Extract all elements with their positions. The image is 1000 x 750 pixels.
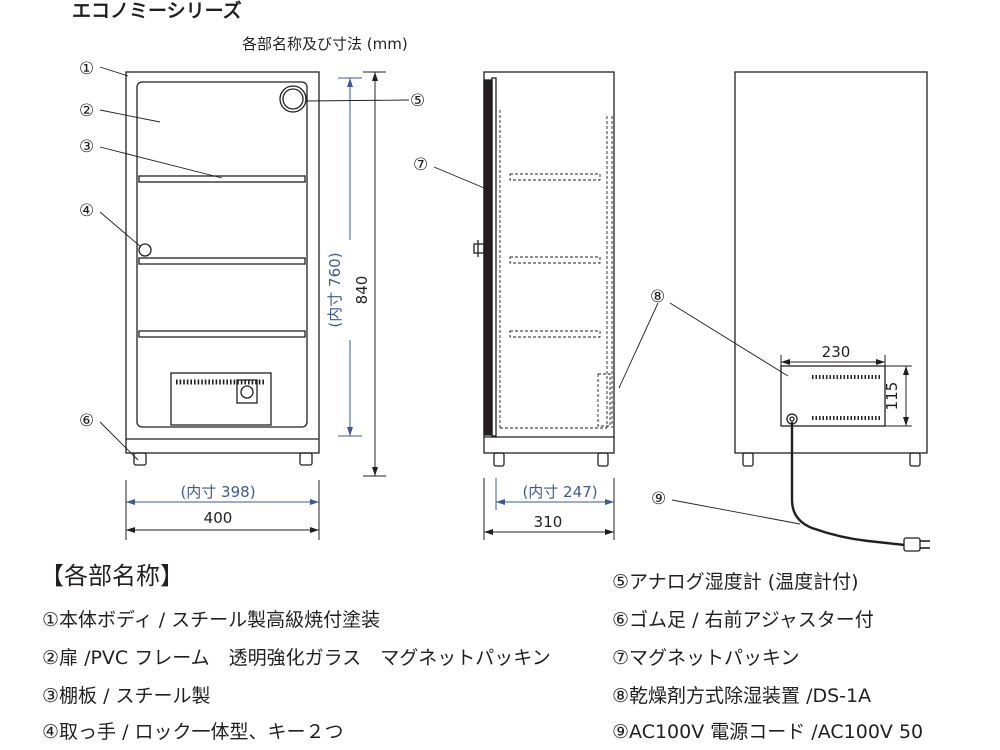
legend-heading: 【各部名称】	[40, 562, 184, 590]
back-foot-right	[909, 452, 921, 467]
front-body-outline	[125, 71, 320, 454]
callout-4: ④	[79, 201, 94, 221]
back-foot-left	[742, 452, 754, 467]
back-body-outline	[734, 71, 928, 454]
legend-item-4: ④取っ手 / ロック一体型、キー２つ	[42, 721, 344, 743]
legend-item-7: ⑦マグネットパッキン	[612, 647, 800, 669]
callout-3: ③	[79, 137, 94, 157]
front-shelves	[138, 175, 306, 338]
callouts: ① ② ③ ④ ⑤ ⑥ ⑦ ⑧ ⑨	[79, 59, 801, 525]
legend-item-6: ⑥ゴム足 / 右前アジャスター付	[612, 609, 874, 631]
front-view	[125, 71, 320, 466]
front-door-glass	[136, 81, 308, 428]
side-foot-front	[493, 452, 505, 467]
callout-5: ⑤	[410, 91, 425, 111]
series-title: エコノミーシリーズ	[72, 0, 242, 22]
shelf-top	[138, 175, 306, 183]
power-cord	[790, 422, 906, 547]
front-dimensions: (内寸 760) 840 (内寸 398) 400	[125, 71, 386, 540]
callout-2: ②	[79, 101, 94, 121]
back-dimensions: 230 115	[780, 343, 912, 427]
legend-item-8: ⑧乾燥剤方式除湿装置 /DS-1A	[612, 685, 872, 707]
callout-8: ⑧	[650, 287, 665, 307]
outer-width-label: 400	[204, 509, 233, 527]
inner-height-label: (内寸 760)	[326, 252, 344, 327]
dehumidifier-unit-back	[780, 365, 886, 427]
side-handle	[473, 240, 485, 257]
dehumidifier-unit-front	[170, 372, 272, 426]
inner-depth-label: (内寸 247)	[522, 483, 597, 501]
unit-width-label: 230	[822, 343, 851, 361]
side-dimensions: (内寸 247) 310	[483, 478, 615, 540]
legend-item-3: ③棚板 / スチール製	[42, 685, 211, 707]
callout-9: ⑨	[651, 489, 666, 509]
door-handle	[138, 243, 152, 257]
unit-height-label: 115	[883, 382, 901, 411]
hygrometer	[279, 85, 307, 113]
shelf-bottom	[138, 330, 306, 338]
back-view	[734, 71, 930, 552]
legend-item-5: ⑤アナログ湿度計 (温度計付)	[612, 571, 859, 593]
diagram-title: 各部名称及び寸法 (mm)	[242, 35, 408, 53]
outer-depth-label: 310	[534, 513, 563, 531]
legend-item-2: ②扉 /PVC フレーム 透明強化ガラス マグネットパッキン	[42, 647, 551, 669]
magnet-packing	[491, 77, 497, 437]
callout-6: ⑥	[79, 411, 94, 431]
legend-item-1: ①本体ボディ / スチール製高級焼付塗装	[42, 609, 381, 631]
callout-7: ⑦	[413, 155, 428, 175]
side-inner-dashed	[499, 110, 613, 429]
shelf-middle	[138, 257, 306, 265]
legend-item-9: ⑨AC100V 電源コード /AC100V 50	[612, 721, 924, 743]
side-foot-rear	[597, 452, 609, 467]
callout-1: ①	[79, 59, 94, 79]
power-plug	[903, 537, 930, 552]
outer-height-label: 840	[353, 276, 371, 305]
inner-width-label: (内寸 398)	[180, 483, 255, 501]
side-view	[473, 71, 615, 467]
front-feet	[133, 452, 313, 466]
